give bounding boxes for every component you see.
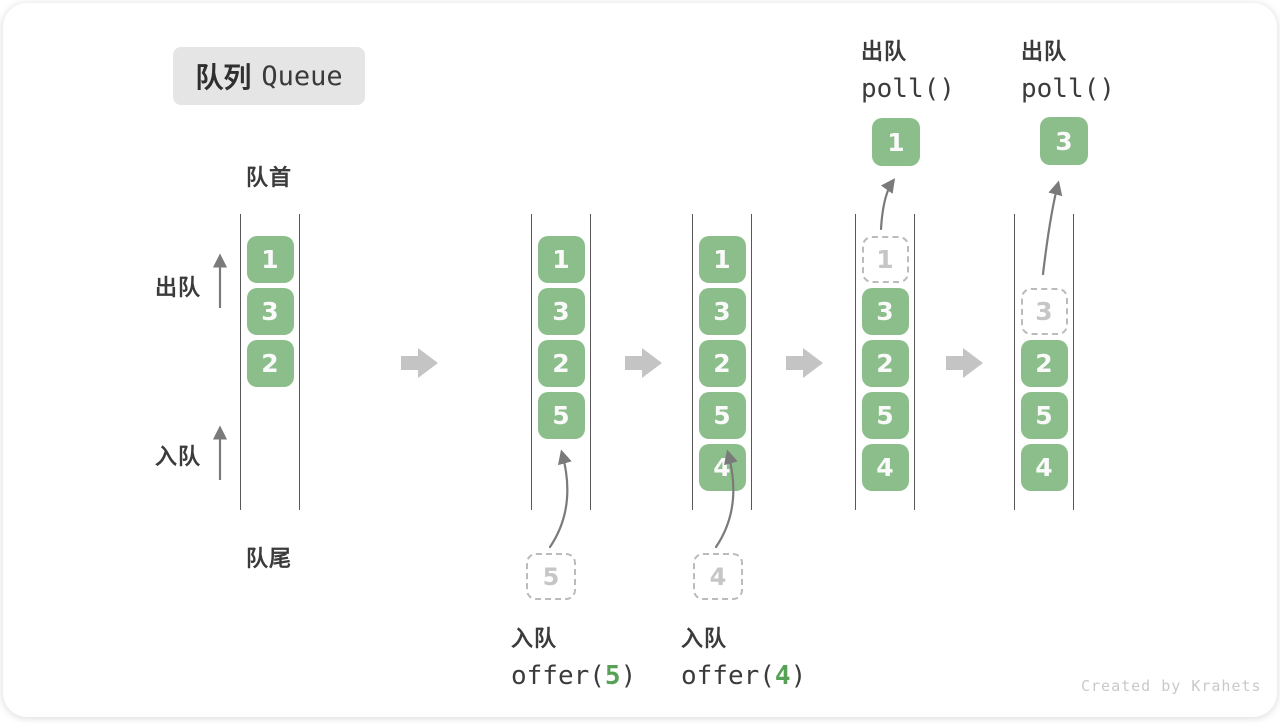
title-badge: 队列 Queue [173,47,365,105]
queue-slot: 5 [698,392,746,439]
code-arg: 4 [774,661,791,691]
dequeue-op-2: 出队 poll() [1021,34,1115,104]
dequeued-box-1: 1 [872,118,920,166]
diagram-card: 队列 Queue 队首 队尾 出队 入队 1 3 2 1 3 2 5 1 3 2 5 4 1 3 2 5… [3,3,1277,717]
code-fn: offer( [681,661,775,691]
enqueue-op-2-code: offer(4) [681,661,806,691]
queue-rear-label: 队尾 [246,546,293,571]
title-en: Queue [261,60,343,92]
queue-slot: 1 [861,236,909,283]
queue-slot: 3 [1020,288,1068,335]
state-transition-arrow-icon [786,348,823,378]
code-fn: offer( [511,661,605,691]
queue-slot: 2 [1020,340,1068,387]
state-transition-arrow-icon [401,348,438,378]
queue-slot: 3 [861,288,909,335]
arrows-overlay [212,178,1063,549]
enqueue-op-1-label: 入队 [511,626,558,651]
state-transition-arrow-icon [946,348,983,378]
queue-slot: 3 [246,288,294,335]
queue-slot: 4 [861,444,909,491]
queue-slot: 3 [537,288,585,335]
queue-slot: 5 [861,392,909,439]
queue-slot: 2 [698,340,746,387]
queue-front-label: 队首 [246,165,293,190]
dequeue-op-2-code: poll() [1021,74,1115,104]
queue-slot: 3 [698,288,746,335]
enqueue-op-2-label: 入队 [681,626,728,651]
state-transition-arrow-icon [625,348,662,378]
pending-enqueue-box-5: 5 [526,553,576,600]
queue-slot: 5 [1020,392,1068,439]
watermark: Created by Krahets [1081,677,1262,695]
queue-slot: 2 [537,340,585,387]
enqueue-op-1: 入队 offer(5) [511,621,636,691]
queue-slot: 1 [537,236,585,283]
dequeue-op-2-label: 出队 [1021,39,1068,64]
queue-slot: 4 [698,444,746,491]
queue-state-2: 1 3 2 5 [531,214,591,510]
queue-slot: 2 [861,340,909,387]
queue-state-1: 1 3 2 [240,214,300,510]
pending-enqueue-box-4: 4 [693,553,743,600]
queue-state-5: 3 2 5 4 [1014,214,1074,510]
dequeue-op-1-code: poll() [861,74,955,104]
title-zh: 队列 [195,62,252,93]
dequeue-op-1-label: 出队 [861,39,908,64]
enqueue-side-label: 入队 [155,444,202,469]
dequeued-box-3: 3 [1040,117,1088,165]
code-arg: 5 [604,661,621,691]
queue-slot: 4 [1020,444,1068,491]
dequeue-op-1: 出队 poll() [861,34,955,104]
queue-slot: 5 [537,392,585,439]
queue-state-3: 1 3 2 5 4 [692,214,752,510]
code-close: ) [620,661,637,691]
queue-state-4: 1 3 2 5 4 [855,214,915,510]
queue-slot: 2 [246,340,294,387]
enqueue-op-2: 入队 offer(4) [681,621,806,691]
queue-slot: 1 [698,236,746,283]
code-close: ) [790,661,807,691]
queue-slot: 1 [246,236,294,283]
enqueue-op-1-code: offer(5) [511,661,636,691]
dequeue-side-label: 出队 [155,275,202,300]
